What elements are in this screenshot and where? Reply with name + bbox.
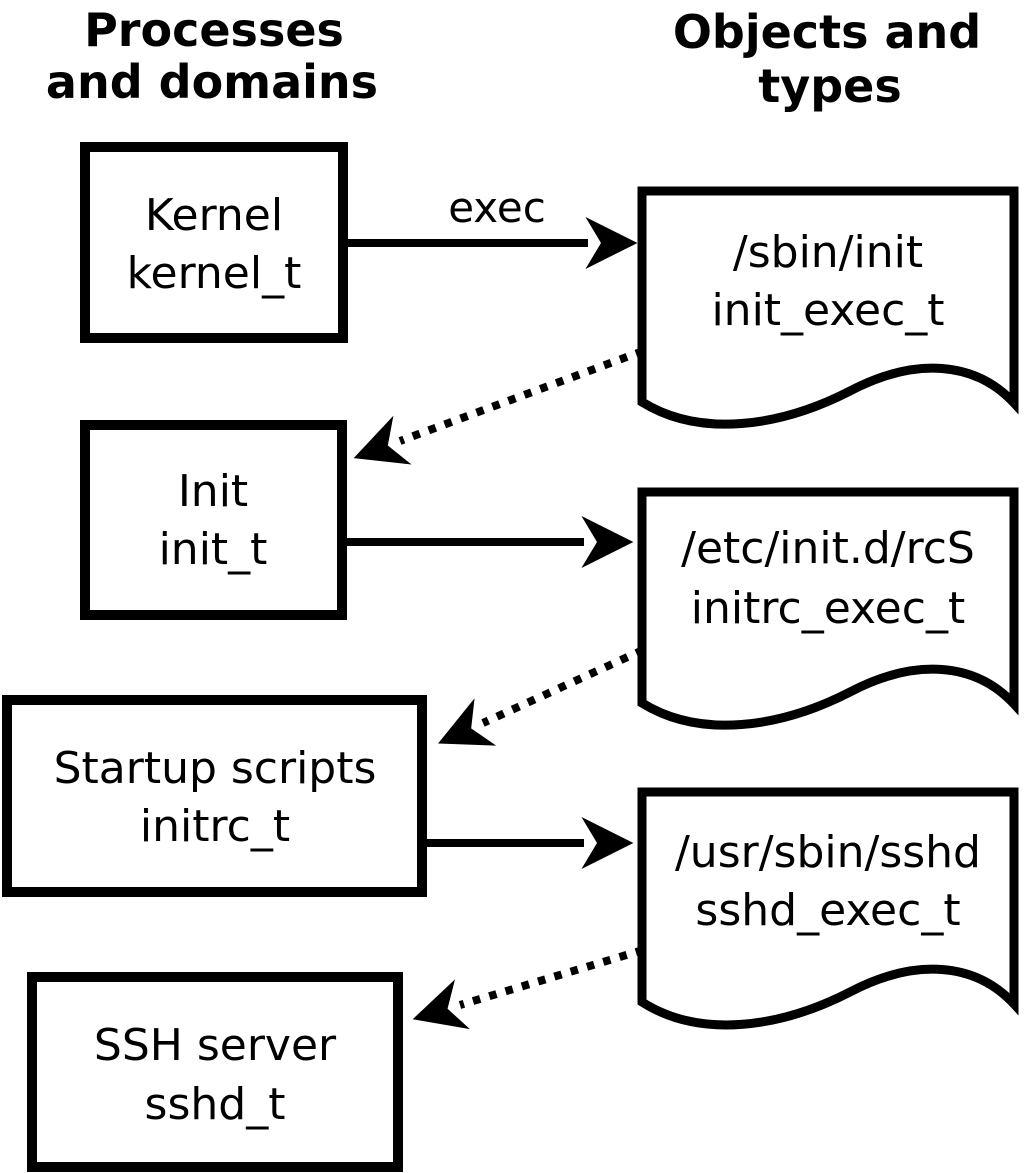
process-name: Startup scripts	[54, 743, 377, 794]
process-name: SSH server	[94, 1020, 337, 1071]
transition-arrow-initexec-to-init	[353, 347, 645, 465]
process-box-startup-scripts: Startup scripts initrc_t	[2, 695, 427, 897]
transition-arrow-initrcexec-to-initrc	[438, 646, 645, 746]
process-name: Init	[178, 466, 248, 517]
process-box-ssh-server: SSH server sshd_t	[27, 972, 403, 1172]
process-box-rect	[80, 420, 347, 620]
document-shape	[637, 487, 1019, 730]
header-processes-line1: Processes	[84, 3, 344, 57]
process-box-rect	[27, 972, 403, 1172]
object-type: sshd_exec_t	[695, 885, 960, 936]
transition-arrow-sshdexec-to-sshd	[412, 946, 645, 1030]
header-processes-line2: and domains	[46, 55, 378, 109]
exec-arrow-kernel-to-init: exec	[348, 183, 638, 269]
process-type: kernel_t	[127, 248, 302, 299]
exec-arrow-label: exec	[448, 183, 546, 232]
process-type: initrc_t	[140, 801, 290, 852]
process-box-rect	[80, 142, 348, 343]
process-type: init_t	[159, 524, 268, 575]
column-header-processes: Processes and domains	[46, 3, 378, 109]
object-doc-sbin-init: /sbin/init init_exec_t	[637, 186, 1019, 429]
object-doc-etc-initd-rcs: /etc/init.d/rcS initrc_exec_t	[637, 487, 1019, 730]
object-path: /usr/sbin/sshd	[675, 827, 981, 878]
process-type: sshd_t	[145, 1079, 286, 1130]
object-path: /sbin/init	[733, 227, 923, 278]
process-name: Kernel	[145, 190, 283, 241]
column-header-objects: Objects and types	[673, 5, 981, 113]
process-box-rect	[2, 695, 427, 897]
document-shape	[637, 787, 1019, 1030]
object-type: init_exec_t	[711, 285, 944, 336]
document-shape	[637, 186, 1019, 429]
object-type: initrc_exec_t	[691, 583, 965, 634]
process-box-init: Init init_t	[80, 420, 347, 620]
object-doc-usr-sbin-sshd: /usr/sbin/sshd sshd_exec_t	[637, 787, 1019, 1030]
process-box-kernel: Kernel kernel_t	[80, 142, 348, 343]
object-path: /etc/init.d/rcS	[681, 523, 975, 574]
header-objects-line1: Objects and	[673, 5, 981, 59]
header-objects-line2: types	[758, 59, 901, 113]
